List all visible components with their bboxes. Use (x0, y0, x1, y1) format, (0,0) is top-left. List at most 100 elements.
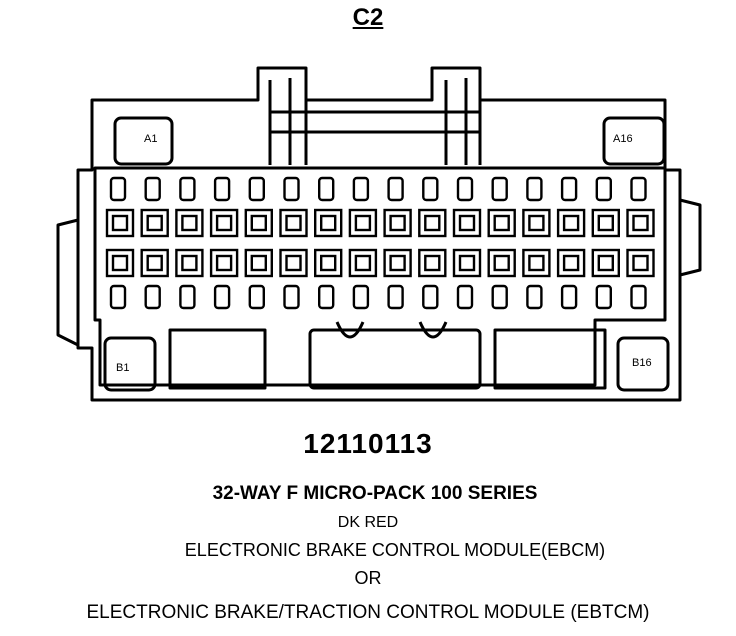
cavity-row-a-inner (597, 214, 614, 232)
terminal-slot-bottom (456, 284, 474, 310)
side-clip-left (56, 218, 79, 347)
cavity-row-b-inner (424, 254, 441, 272)
terminal-slot-bottom (595, 284, 612, 310)
terminal-slot-bottom (560, 284, 578, 310)
pin-label-a16: A16 (613, 133, 633, 145)
cavity-row-b (175, 248, 204, 278)
terminal-slot-top (213, 176, 231, 202)
terminal-slot-top (526, 176, 543, 202)
cavity-row-a-inner (354, 214, 372, 232)
cavity-row-a (487, 208, 516, 238)
pin-label-a1: A1 (144, 133, 158, 145)
cavity-row-a-inner (250, 214, 268, 232)
terminal-slot-top (109, 176, 127, 202)
cavity-row-b-inner (528, 254, 545, 272)
cavity-row-b (314, 248, 343, 278)
cavity-row-a (556, 208, 586, 238)
cavity-row-b (105, 248, 135, 278)
cavity-row-a (279, 208, 308, 238)
cavity-row-a (140, 208, 169, 238)
cavity-row-b (522, 248, 551, 278)
side-clip-right (679, 198, 702, 277)
terminal-slot-top (283, 176, 300, 202)
terminal-slot-top (248, 176, 266, 202)
terminal-slot-top (456, 176, 474, 202)
cavity-row-a-inner (493, 214, 510, 232)
cavity-row-a-inner (111, 214, 129, 232)
cavity-row-a (348, 208, 378, 238)
cavity-row-b-inner (285, 254, 302, 272)
cavity-row-b-inner (181, 254, 198, 272)
cavity-row-a (209, 208, 239, 238)
cavity-row-b (418, 248, 447, 278)
cavity-row-b-inner (250, 254, 268, 272)
cavity-row-a (105, 208, 135, 238)
cavity-row-a (591, 208, 620, 238)
terminal-slot-bottom (491, 284, 508, 310)
terminal-slot-bottom (213, 284, 231, 310)
separator-or: OR (354, 568, 382, 588)
cavity-row-b-inner (597, 254, 614, 272)
connector-title: C2 (352, 4, 384, 31)
cavity-row-b-inner (389, 254, 406, 272)
terminal-slot-bottom (109, 284, 127, 310)
connector-color: DK RED (337, 514, 399, 531)
module-name-ebtcm: ELECTRONIC BRAKE/TRACTION CONTROL MODULE… (86, 602, 650, 623)
cavity-row-a-inner (528, 214, 545, 232)
terminal-slot-top (630, 176, 647, 202)
terminal-slot-top (422, 176, 439, 202)
bottom-slot-1 (168, 328, 267, 390)
cavity-row-a (522, 208, 551, 238)
cavity-row-b (244, 248, 274, 278)
cavity-row-a (418, 208, 447, 238)
terminal-slot-top (318, 176, 335, 202)
cavity-row-b (556, 248, 586, 278)
cavity-row-a (383, 208, 412, 238)
key-bump-2 (418, 321, 448, 339)
cavity-row-b-inner (493, 254, 510, 272)
cavity-row-a (626, 208, 655, 238)
terminal-slot-bottom (526, 284, 543, 310)
cavity-row-a-inner (320, 214, 337, 232)
cavity-row-a-inner (181, 214, 198, 232)
cavity-row-a (175, 208, 204, 238)
terminal-slot-bottom (144, 284, 161, 310)
terminal-slot-bottom (179, 284, 196, 310)
terminal-slot-bottom (248, 284, 266, 310)
part-number: 12110113 (303, 428, 433, 459)
cavity-row-b (626, 248, 655, 278)
cavity-row-a (314, 208, 343, 238)
terminal-slot-top (179, 176, 196, 202)
cavity-row-a (244, 208, 274, 238)
cavity-row-a-inner (215, 214, 233, 232)
cavity-row-b-inner (320, 254, 337, 272)
cavity-row-b-inner (354, 254, 372, 272)
cavity-row-b-inner (632, 254, 649, 272)
bottom-slot-2 (308, 328, 482, 390)
pocket-top-left (113, 116, 174, 166)
connector-type: 32-WAY F MICRO-PACK 100 SERIES (212, 483, 538, 504)
bottom-slot-3 (493, 328, 607, 390)
cavity-row-a-inner (146, 214, 163, 232)
cavity-row-a (452, 208, 482, 238)
inner-face (93, 166, 667, 387)
latch-right (444, 78, 482, 165)
housing-outline (76, 66, 682, 402)
cavity-row-b (487, 248, 516, 278)
pocket-bottom-right (616, 336, 670, 392)
cavity-row-b (209, 248, 239, 278)
cavity-row-b-inner (458, 254, 476, 272)
cavity-row-a-inner (424, 214, 441, 232)
terminal-slot-bottom (283, 284, 300, 310)
terminal-slot-bottom (422, 284, 439, 310)
cavity-row-b (279, 248, 308, 278)
cavity-row-b-inner (111, 254, 129, 272)
terminal-slot-top (491, 176, 508, 202)
cavity-row-b-inner (215, 254, 233, 272)
cavity-row-a-inner (285, 214, 302, 232)
terminal-slot-bottom (318, 284, 335, 310)
pocket-bottom-left (103, 336, 157, 392)
terminal-slot-top (387, 176, 404, 202)
terminal-slot-top (352, 176, 370, 202)
